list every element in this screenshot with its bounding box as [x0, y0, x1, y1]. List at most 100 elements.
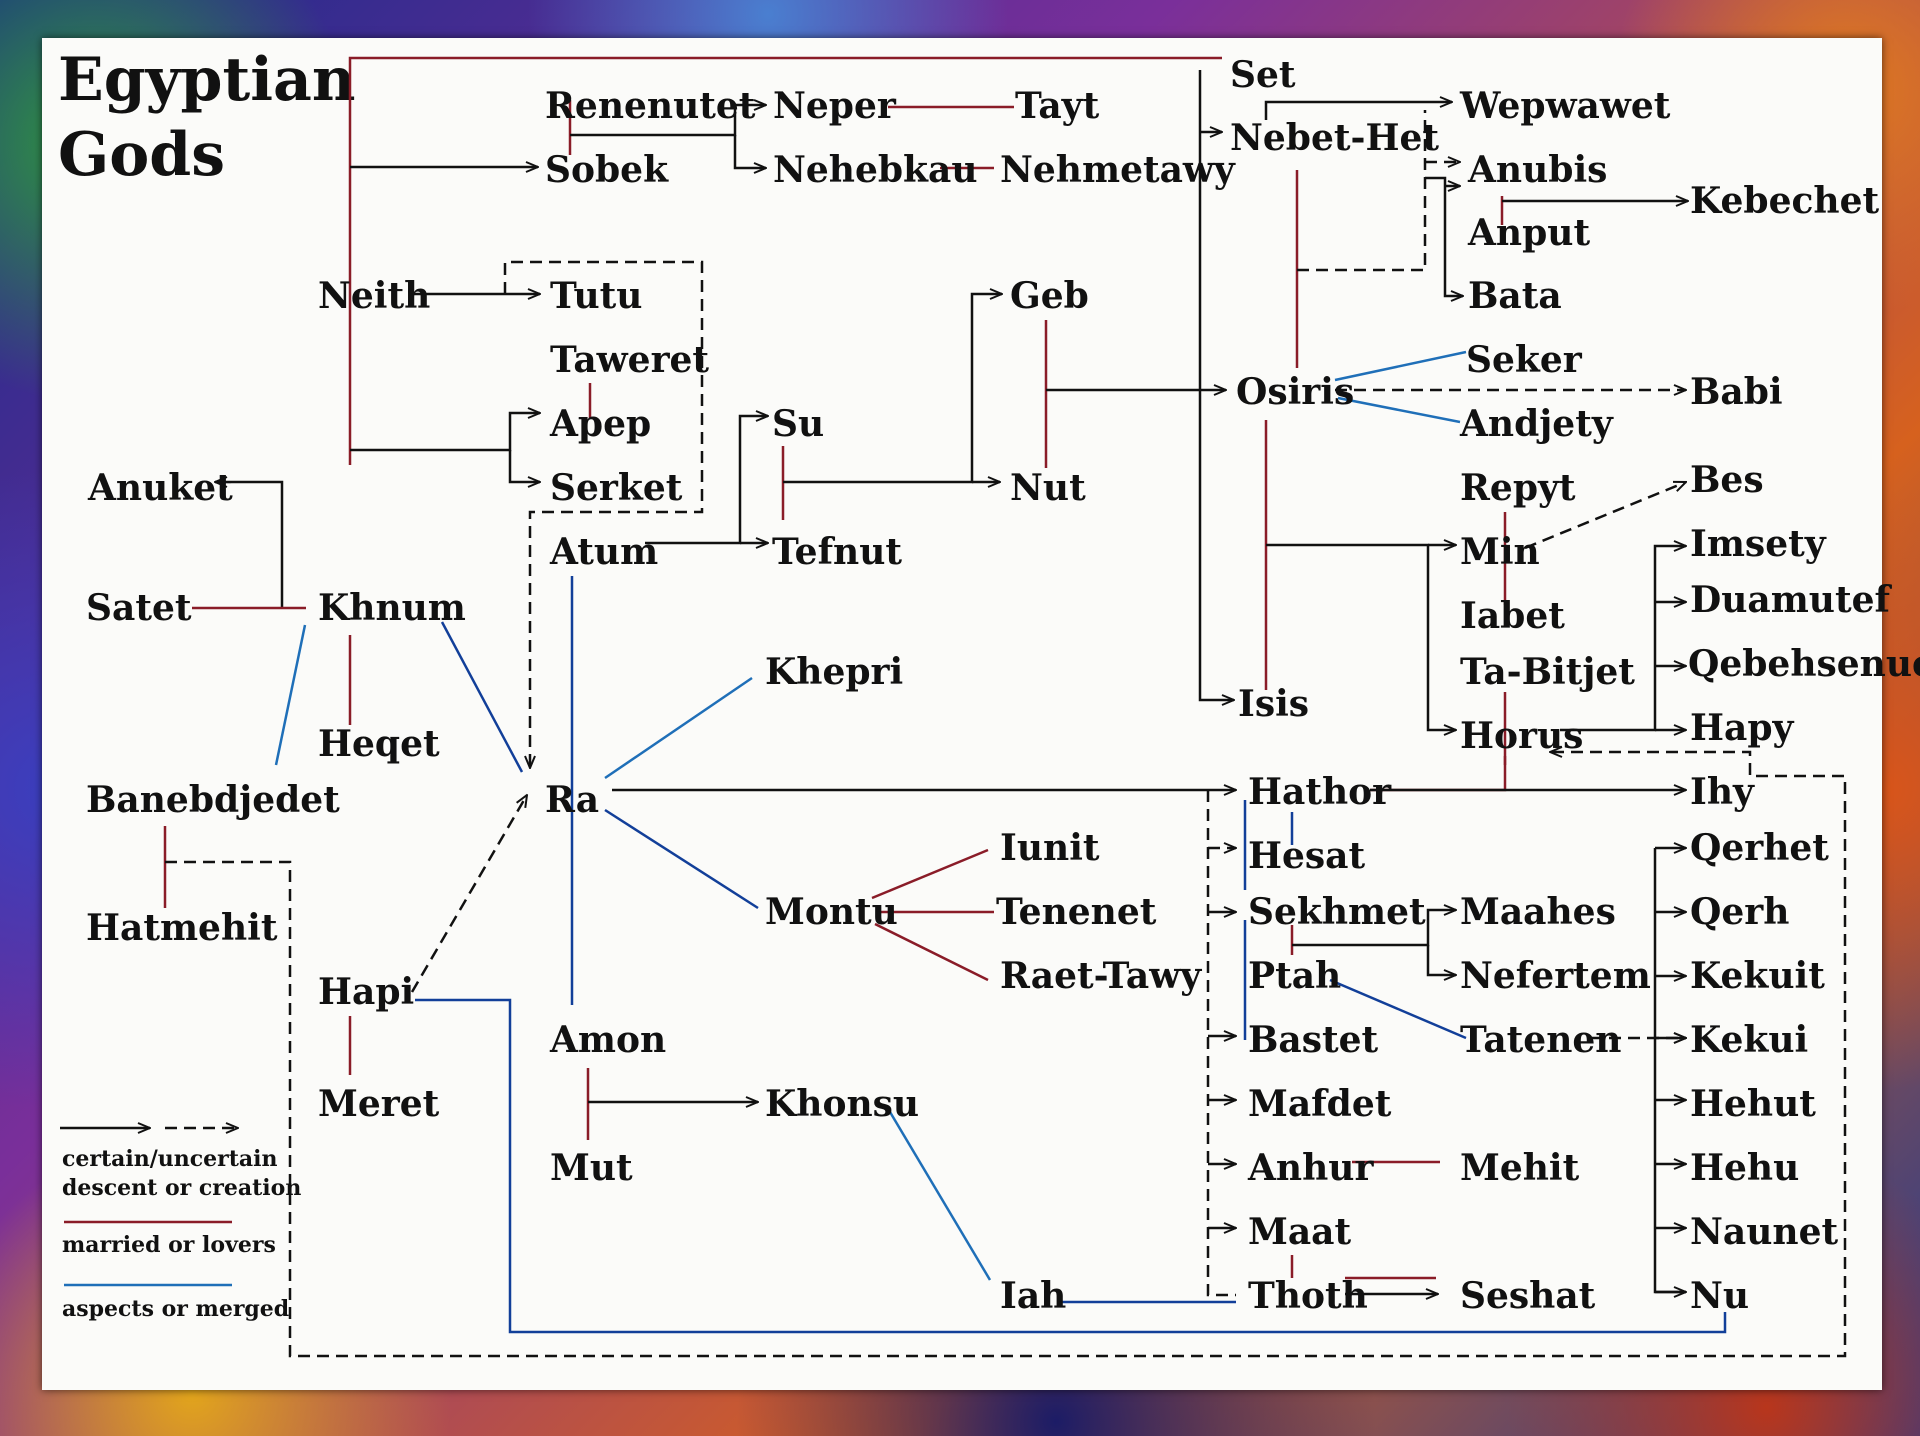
god-tayt: Tayt: [1015, 85, 1100, 127]
god-anuket: Anuket: [87, 467, 233, 509]
sekhmet-nefertem-arrow: [1426, 945, 1456, 975]
god-wepwawet: Wepwawet: [1459, 85, 1671, 127]
god-meret: Meret: [318, 1083, 440, 1125]
god-qerhet: Qerhet: [1690, 827, 1829, 869]
god-repyt: Repyt: [1460, 467, 1576, 509]
horus-imsety-arrow: [1560, 546, 1686, 732]
renenutet-nehebkau-arrow: [733, 135, 766, 168]
nebet-het-wepwawet-arrow: [1264, 102, 1452, 120]
god-maahes: Maahes: [1460, 891, 1616, 933]
god-osiris: Osiris: [1236, 371, 1354, 413]
su-geb-arrow: [783, 294, 1002, 484]
tutu-ra-dashed: [503, 260, 704, 768]
neith-set-line: [348, 56, 1222, 465]
khnum-anuket-arrow: [215, 482, 284, 608]
god-iah: Iah: [1000, 1275, 1066, 1317]
ra-montu-aspect: [604, 808, 759, 910]
diagram-sheet: [42, 38, 1882, 1390]
god-horus: Horus: [1460, 715, 1583, 757]
god-tenenet: Tenenet: [996, 891, 1157, 933]
god-hehut: Hehut: [1690, 1083, 1816, 1125]
god-kekuit: Kekuit: [1690, 955, 1825, 997]
god-seker: Seker: [1466, 339, 1583, 381]
god-imsety: Imsety: [1690, 523, 1827, 565]
god-atum: Atum: [549, 531, 658, 573]
god-qebehsenuef: Qebehsenuef: [1688, 643, 1920, 685]
god-anubis: Anubis: [1467, 149, 1607, 191]
hapi-ra-dashed: [410, 795, 527, 993]
min-bes-dashed: [1524, 480, 1686, 550]
osiris-horus-arrow: [1266, 543, 1456, 730]
god-seshat: Seshat: [1460, 1275, 1596, 1317]
god-raet-tawy: Raet-Tawy: [1000, 955, 1202, 997]
sekhmet-maahes-arrow: [1292, 910, 1456, 947]
khnum-banebdjedet-aspect: [274, 624, 307, 766]
anubis-bata-arrow: [1425, 176, 1463, 296]
god-bata: Bata: [1468, 275, 1562, 317]
legend-descent-label-1: certain/uncertain: [62, 1146, 278, 1172]
god-mut: Mut: [550, 1147, 633, 1189]
god-geb: Geb: [1010, 275, 1089, 317]
god-neper: Neper: [773, 85, 897, 127]
god-neith: Neith: [318, 275, 430, 317]
god-naunet: Naunet: [1690, 1211, 1838, 1253]
god-set: Set: [1230, 54, 1296, 96]
god-ptah: Ptah: [1248, 955, 1341, 997]
god-amon: Amon: [549, 1019, 666, 1061]
renenutet-neper-arrow: [570, 105, 766, 137]
god-min: Min: [1460, 531, 1540, 573]
god-isis: Isis: [1238, 683, 1309, 725]
osiris-seker-aspect: [1334, 350, 1467, 382]
god-tatenen: Tatenen: [1460, 1019, 1621, 1061]
god-babi: Babi: [1690, 371, 1783, 413]
diagram-title-line-2: Gods: [58, 120, 225, 190]
nebet-het-dashed-trunk: [1297, 110, 1427, 272]
legend-descent-label-2: descent or creation: [62, 1175, 301, 1201]
god-nehebkau: Nehebkau: [773, 149, 978, 191]
god-tefnut: Tefnut: [772, 531, 902, 573]
god-mehit: Mehit: [1460, 1147, 1580, 1189]
god-qerh: Qerh: [1690, 891, 1789, 933]
god-hatmehit: Hatmehit: [86, 907, 278, 949]
set-isis-arrow: [1198, 70, 1234, 700]
god-anput: Anput: [1467, 212, 1590, 254]
god-andjety: Andjety: [1459, 403, 1614, 445]
khnum-ra-aspect: [440, 621, 524, 773]
god-nebet-het: Nebet-Het: [1230, 117, 1439, 159]
god-bastet: Bastet: [1248, 1019, 1379, 1061]
neith-serket-arrow: [508, 450, 540, 482]
god-ihy: Ihy: [1690, 771, 1755, 813]
god-nehmetawy: Nehmetawy: [1000, 149, 1236, 191]
ogdoad-trunk: [1653, 848, 1686, 1294]
god-renenutet: Renenutet: [545, 85, 756, 127]
god-hathor: Hathor: [1248, 771, 1392, 813]
ra-khepri-aspect: [604, 676, 753, 780]
god-heqet: Heqet: [318, 723, 440, 765]
god-banebdjedet: Banebdjedet: [86, 779, 340, 821]
god-mafdet: Mafdet: [1248, 1083, 1392, 1125]
diagram-title-line-1: Egyptian: [58, 45, 356, 115]
god-montu: Montu: [765, 891, 898, 933]
god-kekui: Kekui: [1690, 1019, 1808, 1061]
legend: certain/uncertain descent or creation ma…: [60, 1128, 301, 1322]
god-khonsu: Khonsu: [765, 1083, 919, 1125]
montu-iunit-married: [871, 848, 989, 900]
god-hapy: Hapy: [1690, 707, 1795, 749]
god-hapi: Hapi: [318, 971, 414, 1013]
atum-su-arrow: [645, 416, 768, 545]
khonsu-iah-aspect: [888, 1111, 992, 1281]
ptah-tatenen-aspect: [1329, 978, 1467, 1040]
legend-married-label: married or lovers: [62, 1232, 276, 1258]
neith-apep-arrow: [350, 413, 540, 452]
legend-aspect-label: aspects or merged: [62, 1296, 289, 1322]
hapi-nu-aspect: [415, 998, 1727, 1334]
god-tutu: Tutu: [550, 275, 642, 317]
god-duamutef: Duamutef: [1690, 579, 1893, 621]
god-nu: Nu: [1690, 1275, 1749, 1317]
ra-children-trunk: [1206, 790, 1236, 1297]
god-nefertem: Nefertem: [1460, 955, 1651, 997]
god-iunit: Iunit: [1000, 827, 1100, 869]
god-kebechet: Kebechet: [1690, 180, 1879, 222]
god-ra: Ra: [545, 779, 599, 821]
